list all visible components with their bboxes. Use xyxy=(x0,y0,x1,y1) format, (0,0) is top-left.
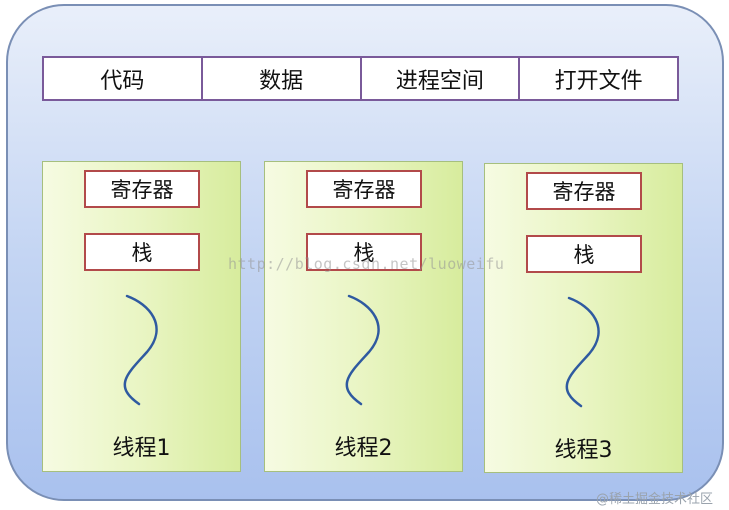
thread-1-stack: 栈 xyxy=(84,233,200,271)
thread-1-register: 寄存器 xyxy=(84,170,200,208)
thread-2-register: 寄存器 xyxy=(306,170,422,208)
shared-resources-bar: 代码 数据 进程空间 打开文件 xyxy=(42,56,679,101)
thread-2-label: 线程2 xyxy=(334,436,393,461)
thread-1: 寄存器 栈 线程1 xyxy=(42,161,241,472)
source-credit: @稀土掘金技术社区 xyxy=(595,492,713,507)
resource-data: 数据 xyxy=(203,58,362,99)
resource-process-space: 进程空间 xyxy=(362,58,521,99)
thread-2: 寄存器 栈 线程2 xyxy=(264,161,463,472)
watermark-url: http://blog.csdn.net/luoweifu xyxy=(228,255,505,273)
thread-3-label: 线程3 xyxy=(554,438,613,463)
thread-2-stack: 栈 xyxy=(306,233,422,271)
thread-2-execution-wave-icon xyxy=(345,294,380,406)
thread-3: 寄存器 栈 线程3 xyxy=(484,163,683,473)
thread-3-stack: 栈 xyxy=(526,235,642,273)
resource-code: 代码 xyxy=(44,58,203,99)
thread-1-execution-wave-icon xyxy=(123,294,158,406)
thread-3-execution-wave-icon xyxy=(565,296,600,408)
thread-3-register: 寄存器 xyxy=(526,172,642,210)
resource-open-files: 打开文件 xyxy=(554,68,643,94)
thread-1-label: 线程1 xyxy=(112,436,171,461)
